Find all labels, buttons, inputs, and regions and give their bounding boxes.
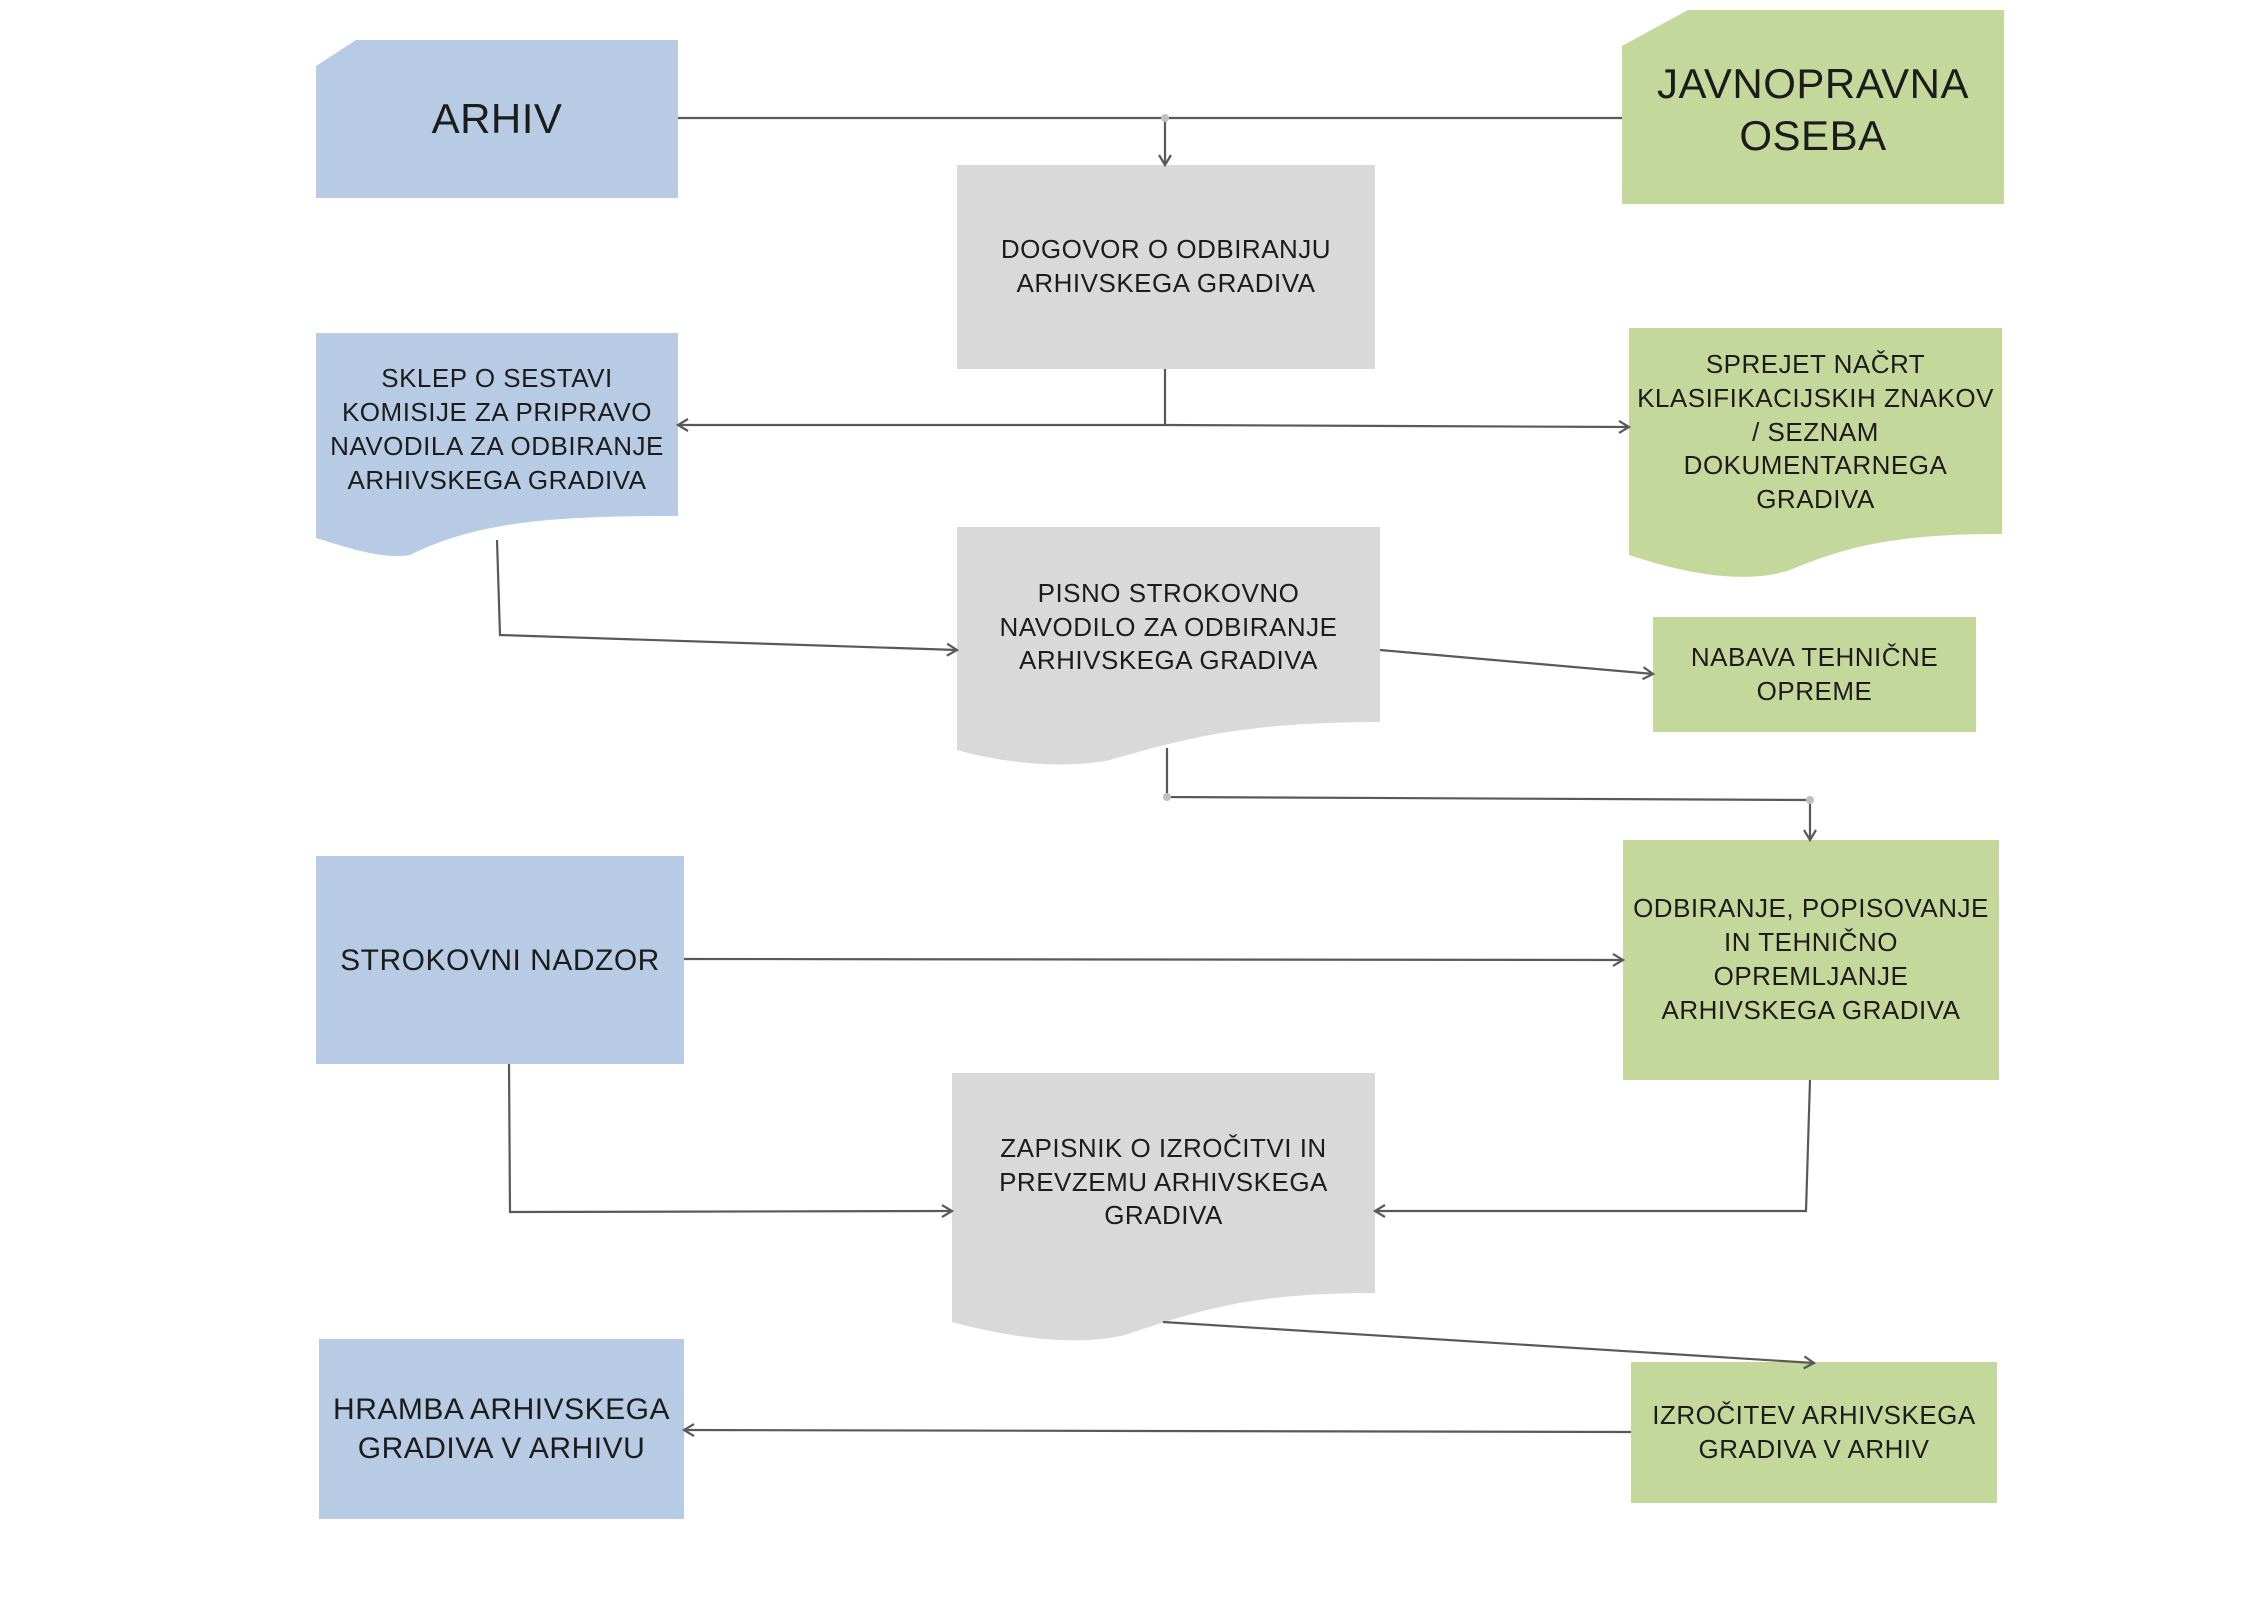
junction-dot xyxy=(1161,114,1169,122)
pisno-navodilo-label: PISNO STROKOVNO NAVODILO ZA ODBIRANJE AR… xyxy=(999,577,1338,676)
zapisnik-label: ZAPISNIK O IZROČITVI IN PREVZEMU ARHIVSK… xyxy=(999,1132,1328,1231)
connector-sklep-to-pisno xyxy=(495,539,960,657)
connector-nadzor-to-odbiranje xyxy=(683,953,1626,967)
arhiv-label: ARHIV xyxy=(431,94,563,142)
dogovor-box-shape xyxy=(957,165,1375,369)
javnopravna-oseba-card-shape xyxy=(1622,10,2004,204)
hramba-box-shape xyxy=(319,1339,684,1519)
arhiv-card-shape xyxy=(316,40,678,198)
sklep-label: SKLEP O SESTAVI KOMISIJE ZA PRIPRAVO NAV… xyxy=(330,363,664,495)
sprejet-nacrt-label: SPREJET NAČRT KLASIFIKACIJSKIH ZNAKOV / … xyxy=(1637,349,1994,515)
sprejet-nacrt-document-shape xyxy=(1629,328,2002,577)
hramba-label: HRAMBA ARHIVSKEGA GRADIVA V ARHIVU xyxy=(333,1393,670,1465)
connector-nadzor-to-zapisnik xyxy=(507,1063,955,1218)
dogovor-label: DOGOVOR O ODBIRANJU ARHIVSKEGA GRADIVA xyxy=(1000,234,1332,298)
connector-pisno-to-nabava xyxy=(1379,648,1656,681)
odbiranje-label: ODBIRANJE, POPISOVANJE IN TEHNIČNO OPREM… xyxy=(1633,893,1989,1025)
connector-izrocitev-to-hramba xyxy=(681,1423,1632,1437)
junction-dot xyxy=(1163,793,1171,801)
connector-odbiranje-to-zapisnik xyxy=(1372,1079,1812,1218)
junction-dot xyxy=(1806,796,1814,804)
zapisnik-document-shape xyxy=(952,1073,1375,1341)
izrocitev-label: IZROČITEV ARHIVSKEGA GRADIVA V ARHIV xyxy=(1652,1399,1976,1464)
strokovni-nadzor-box-shape xyxy=(316,856,684,1064)
izrocitev-box-shape xyxy=(1631,1362,1997,1503)
odbiranje-box-shape xyxy=(1623,840,1999,1080)
connector-zapisnik-to-izrocitev xyxy=(1162,1320,1817,1370)
sklep-document-shape xyxy=(316,333,678,557)
javnopravna-oseba-label: JAVNOPRAVNA OSEBA xyxy=(1656,59,1969,160)
nabava-opreme-box-shape xyxy=(1653,617,1976,732)
strokovni-nadzor-label: STROKOVNI NADZOR xyxy=(340,943,660,977)
pisno-navodilo-document-shape xyxy=(957,527,1380,765)
connector-to-sprejet-nacrt xyxy=(1164,420,1632,434)
nabava-opreme-label: NABAVA TEHNIČNE OPREME xyxy=(1690,641,1939,706)
connector-pisno-to-odbiranje xyxy=(1165,748,1817,843)
